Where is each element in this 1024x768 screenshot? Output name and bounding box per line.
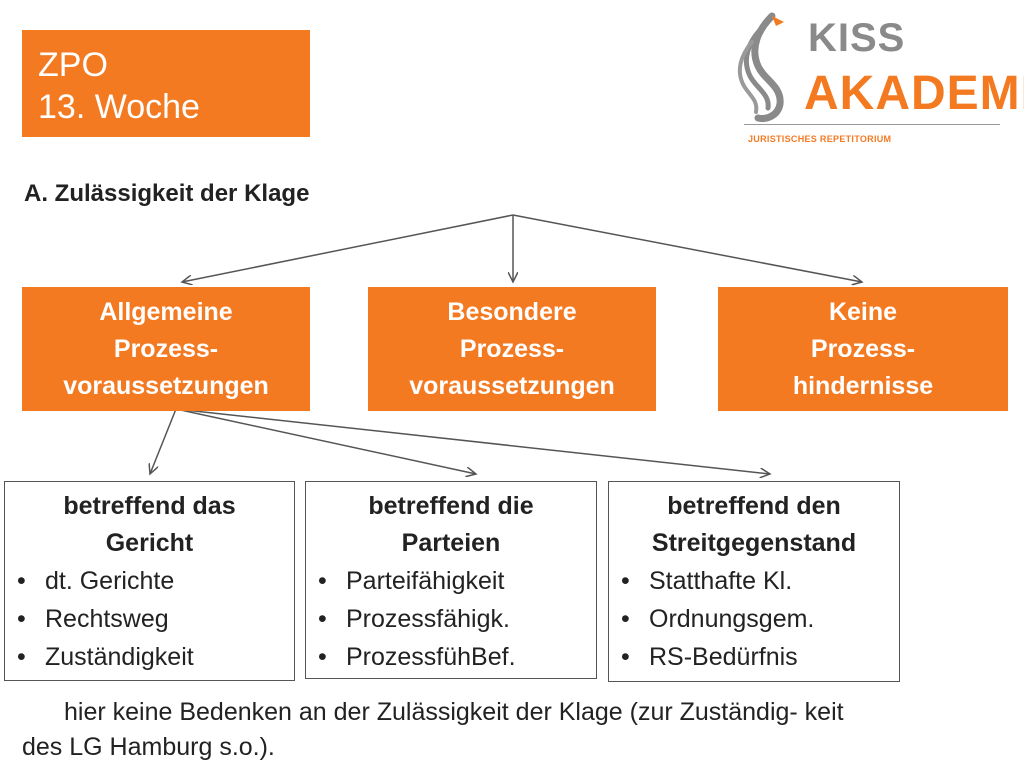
box-heading: Streitgegenstand [651, 529, 857, 557]
phoenix-logo-icon [737, 12, 784, 122]
bullet-icon: • [318, 567, 327, 595]
box-heading: betreffend das [63, 492, 236, 520]
list-item: • Zuständigkeit [17, 638, 294, 676]
box-line: Allgemeine [99, 297, 233, 326]
list-item-text: Ordnungsgem. [649, 605, 815, 633]
bullet-icon: • [621, 605, 630, 633]
slide-title: ZPO [38, 46, 108, 84]
list-item: • RS-Bedürfnis [621, 638, 899, 676]
arrow-to-gericht [150, 408, 177, 474]
list-item-text: Zuständigkeit [45, 643, 194, 671]
box-line: voraussetzungen [409, 371, 615, 400]
list-item: • Parteifähigkeit [318, 562, 596, 600]
logo-word-kiss: KISS [808, 16, 906, 60]
bullet-list: • Parteifähigkeit • Prozessfähigk. • Prozes… [306, 562, 596, 676]
conclusion-line-1: hier keine Bedenken an der Zulässigkeit … [64, 698, 844, 726]
conclusion-text: hier keine Bedenken an der Zulässigkeit … [22, 695, 1002, 765]
box-line: hindernisse [792, 371, 934, 400]
bullet-icon: • [621, 567, 630, 595]
list-item-text: dt. Gerichte [45, 567, 175, 595]
box-betreffend-gericht: betreffend das Gericht • dt. Gerichte • Re… [4, 481, 295, 681]
list-item-text: Statthafte Kl. [649, 567, 793, 595]
bullet-icon: • [17, 567, 26, 595]
box-heading: Parteien [401, 529, 501, 557]
list-item: • Rechtsweg [17, 600, 294, 638]
list-item-text: Parteifähigkeit [346, 567, 505, 595]
list-item: • ProzessfühBef. [318, 638, 596, 676]
arrow-to-keine [512, 214, 862, 282]
bullet-icon: • [621, 643, 630, 671]
arrow-to-parteien [175, 408, 476, 474]
list-item-text: Prozessfähigk. [346, 605, 510, 633]
arrow-to-allgemeine [182, 214, 514, 282]
conclusion-line-2: des LG Hamburg s.o.). [22, 733, 275, 761]
bullet-icon: • [318, 643, 327, 671]
list-item: • dt. Gerichte [17, 562, 294, 600]
box-allgemeine-prozessvoraussetzungen: Allgemeine Prozess- voraussetzungen [22, 287, 310, 411]
list-item: • Statthafte Kl. [621, 562, 899, 600]
section-heading: A. Zulässigkeit der Klage [24, 180, 310, 207]
slide-title-box: ZPO 13. Woche [22, 30, 310, 137]
logo-divider [744, 124, 1000, 125]
kiss-akademie-logo: KISS AKADEMIE JURISTISCHES REPETITORIUM [728, 10, 1024, 150]
logo-word-akademie: AKADEMIE [804, 67, 1024, 120]
bullet-list: • Statthafte Kl. • Ordnungsgem. • RS-Bedürf… [609, 562, 899, 676]
box-heading: Gericht [105, 529, 194, 557]
box-line: Prozess- [459, 334, 565, 363]
box-betreffend-parteien: betreffend die Parteien • Parteifähigkeit… [305, 481, 597, 679]
box-line: Besondere [447, 297, 577, 326]
box-line: Prozess- [113, 334, 219, 363]
arrow-to-streitgegenstand [175, 408, 770, 474]
box-besondere-prozessvoraussetzungen: Besondere Prozess- voraussetzungen [368, 287, 656, 411]
box-line: voraussetzungen [63, 371, 269, 400]
bullet-icon: • [318, 605, 327, 633]
list-item-text: RS-Bedürfnis [649, 643, 798, 671]
box-heading: betreffend den [667, 492, 841, 520]
list-item: • Ordnungsgem. [621, 600, 899, 638]
bullet-list: • dt. Gerichte • Rechtsweg • Zuständigkeit [5, 562, 294, 676]
box-betreffend-streitgegenstand: betreffend den Streitgegenstand • Stattha… [608, 481, 900, 682]
box-line: Keine [828, 297, 898, 326]
list-item-text: Rechtsweg [45, 605, 169, 633]
box-keine-prozesshindernisse: Keine Prozess- hindernisse [718, 287, 1008, 411]
bullet-icon: • [17, 605, 26, 633]
logo-tagline: JURISTISCHES REPETITORIUM [748, 134, 892, 144]
box-heading: betreffend die [368, 492, 534, 520]
bullet-icon: • [17, 643, 26, 671]
list-item: • Prozessfähigk. [318, 600, 596, 638]
slide-subtitle: 13. Woche [38, 88, 200, 126]
box-line: Prozess- [810, 334, 916, 363]
list-item-text: ProzessfühBef. [346, 643, 516, 671]
